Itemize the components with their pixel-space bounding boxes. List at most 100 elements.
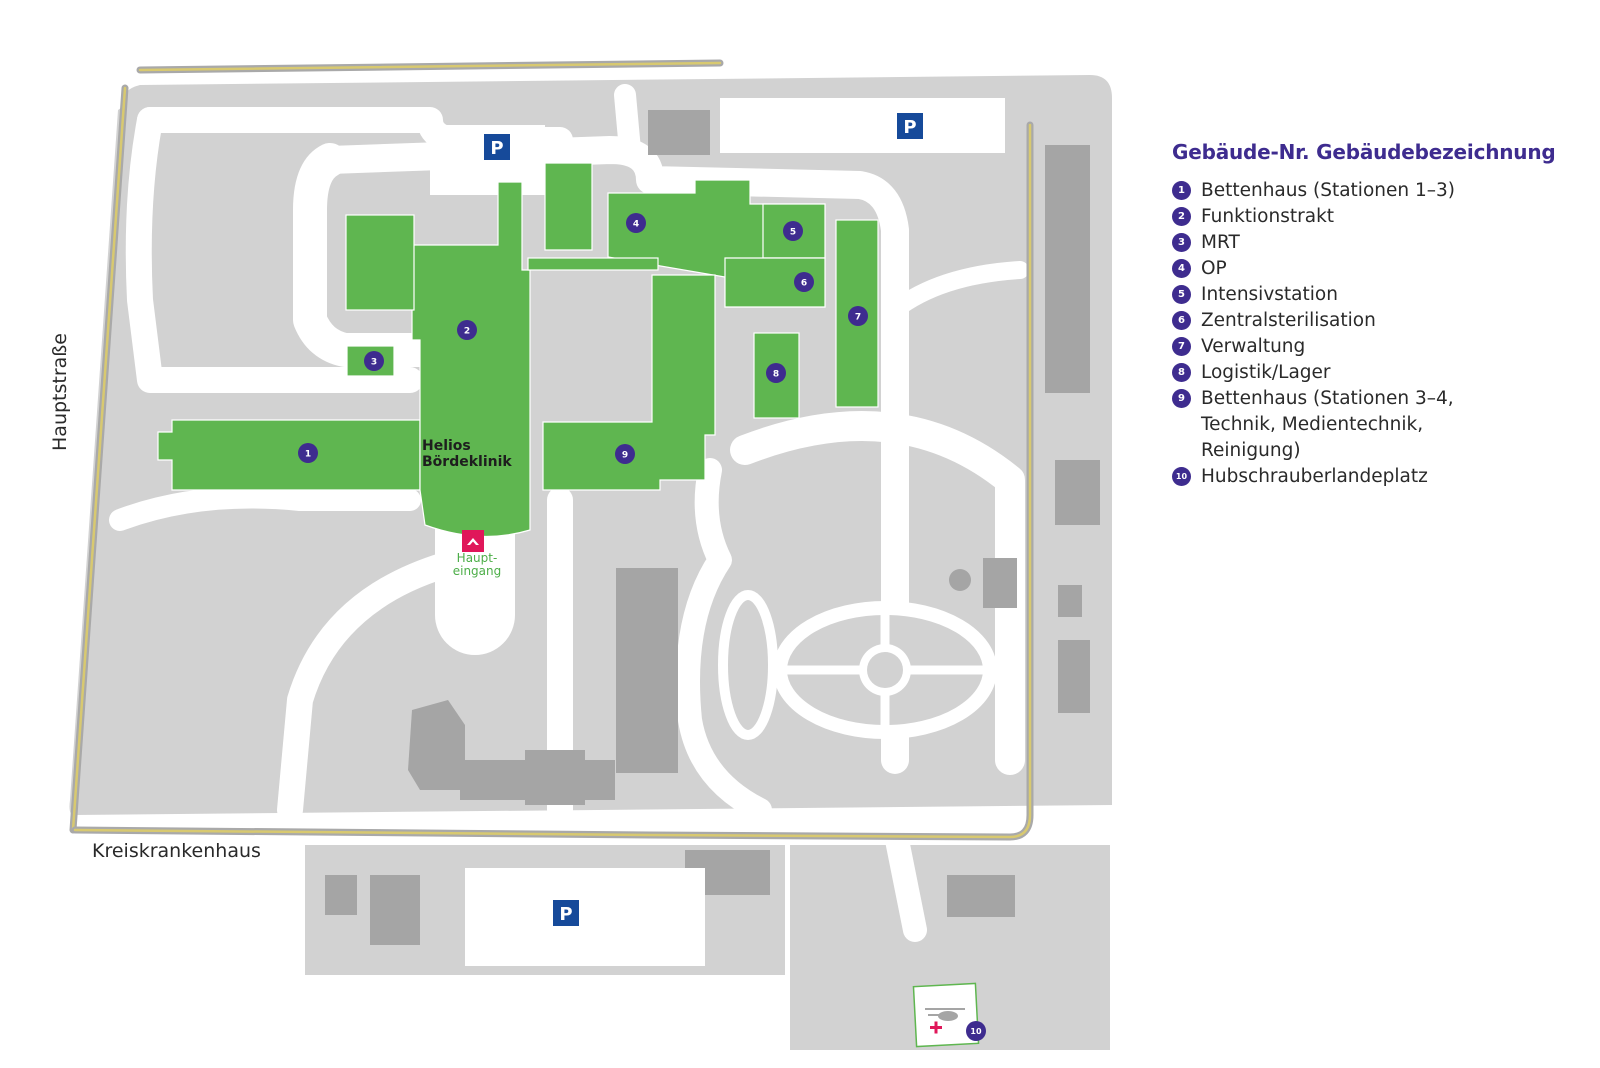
marker-10[interactable]: 10 [966,1021,986,1041]
road-west-loop [125,107,423,393]
other-buildings [325,110,1100,945]
building-1 [157,419,421,491]
legend-number-badge: 10 [1172,467,1191,486]
parking-sign-text: P [559,904,572,925]
other-building [648,110,710,155]
building-4-north [544,162,593,251]
clinic-name-label: Helios Bördeklinik [422,438,512,470]
helicopter-tail [928,1014,942,1016]
building-2 [411,181,531,538]
main-entrance-marker[interactable] [462,530,484,552]
street-kreiskrankenhaus [71,121,1034,841]
marker-circle [966,1021,986,1041]
building-corridor [527,257,659,271]
legend-item[interactable]: 9 Bettenhaus (Stationen 3–4, Technik, Med… [1172,386,1592,464]
legend-number-badge: 7 [1172,337,1191,356]
entrance-icon [467,538,479,545]
legend-label: Bettenhaus (Stationen 1–3) [1201,180,1455,201]
legend-number-badge: 3 [1172,233,1191,252]
other-building [370,875,420,945]
legend-label: Hubschrauberlandeplatz [1201,466,1428,487]
legend-label: Verwaltung [1201,336,1306,357]
parking-signs: P P P [484,113,923,926]
street-center [138,61,722,72]
marker-number: 5 [790,228,796,238]
building-markers: 1 2 3 4 5 6 7 8 9 10 [298,213,986,1041]
road-top-inner [293,143,437,367]
road-east-diag [676,458,772,822]
marker-circle [298,443,318,463]
parking-sign-bg [553,900,579,926]
legend-item[interactable]: 10 Hubschrauberlandeplatz [1172,464,1592,490]
other-building [1045,145,1090,393]
drive-oval-island [718,590,778,740]
marker-number: 8 [773,370,779,380]
red-cross-icon [930,1021,942,1034]
street-label-kreiskrankenhaus: Kreiskrankenhaus [92,840,261,862]
marker-circle [615,444,635,464]
parking-sign-text: P [903,117,916,138]
heliport [912,982,980,1048]
marker-number: 3 [371,358,377,368]
cross-v [934,1021,938,1034]
legend-item[interactable]: 7 Verwaltung [1172,334,1592,360]
marker-9[interactable]: 9 [615,444,635,464]
marker-number: 4 [633,220,639,230]
marker-1[interactable]: 1 [298,443,318,463]
marker-number: 10 [970,1027,982,1036]
legend-number-badge: 1 [1172,181,1191,200]
other-building [525,750,585,805]
other-building [1058,640,1090,713]
marker-5[interactable]: 5 [783,221,803,241]
marker-number: 7 [855,313,861,323]
legend-label: MRT [1201,232,1240,253]
streets [69,59,1034,841]
other-building [949,569,971,591]
legend-item[interactable]: 1 Bettenhaus (Stationen 1–3) [1172,178,1592,204]
chapel-building [616,568,678,773]
marker-circle [848,306,868,326]
road-east-spur [886,261,1029,319]
ellipse-garden [718,590,997,740]
marker-circle [766,363,786,383]
other-building [325,875,357,915]
building-9 [542,274,716,491]
legend-item[interactable]: 3 MRT [1172,230,1592,256]
marker-3[interactable]: 3 [364,351,384,371]
parking-lot-south [465,868,705,966]
marker-circle [364,351,384,371]
legend-item[interactable]: 5 Intensivstation [1172,282,1592,308]
street-north [136,59,724,74]
legend-number-badge: 2 [1172,207,1191,226]
marker-4[interactable]: 4 [626,213,646,233]
legend-label: Zentralsterilisation [1201,310,1376,331]
building-2-west [345,214,415,311]
other-building [1058,585,1082,617]
marker-8[interactable]: 8 [766,363,786,383]
road-west-lower [109,486,421,531]
garden-center [867,652,903,688]
road-south-to-heli [883,818,927,942]
parking-sign-text: P [490,138,503,159]
parking-lots [430,98,1005,966]
marker-7[interactable]: 7 [848,306,868,326]
legend-label: Bettenhaus (Stationen 3–4, Technik, Medi… [1201,388,1454,461]
parking-sign: P [484,134,510,160]
marker-circle [457,320,477,340]
marker-2[interactable]: 2 [457,320,477,340]
legend-number-badge: 5 [1172,285,1191,304]
road-ellipse-east [730,411,1025,775]
legend-label: Intensivstation [1201,284,1338,305]
clinic-buildings [157,162,879,538]
road-left-diag [277,552,458,823]
marker-6[interactable]: 6 [794,272,814,292]
parking-sign: P [553,900,579,926]
legend-number-badge: 9 [1172,389,1191,408]
marker-circle [794,272,814,292]
